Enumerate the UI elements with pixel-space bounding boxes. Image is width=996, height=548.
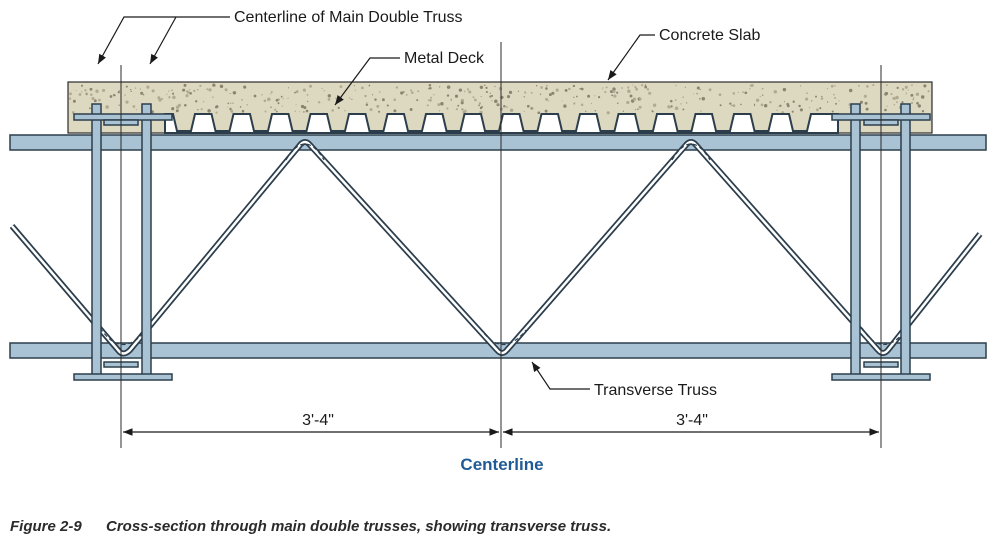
figure-number: Figure 2-9 [10, 518, 82, 535]
transverse-truss-webs [9, 139, 983, 357]
leader-lines [97, 16, 655, 390]
left-main-double-truss [73, 103, 173, 381]
centerlines [120, 42, 882, 448]
concrete-aggregate-texture [69, 83, 930, 115]
right-dimension-label: 3'-4" [676, 412, 708, 429]
transverse-truss-label: Transverse Truss [594, 382, 717, 399]
main-truss-label: Centerline of Main Double Truss [234, 9, 463, 26]
left-dimension-label: 3'-4" [302, 412, 334, 429]
concrete-slab-label: Concrete Slab [659, 27, 760, 44]
metal-deck-label: Metal Deck [404, 50, 485, 67]
centerline-label: Centerline [460, 455, 543, 474]
figure-caption-text: Cross-section through main double trusse… [106, 518, 612, 535]
figure-caption: Figure 2-9 Cross-section through main dou… [10, 518, 990, 542]
truss-cross-section-diagram: Centerline of Main Double Truss Metal De… [9, 9, 987, 474]
top-chord [9, 134, 987, 151]
